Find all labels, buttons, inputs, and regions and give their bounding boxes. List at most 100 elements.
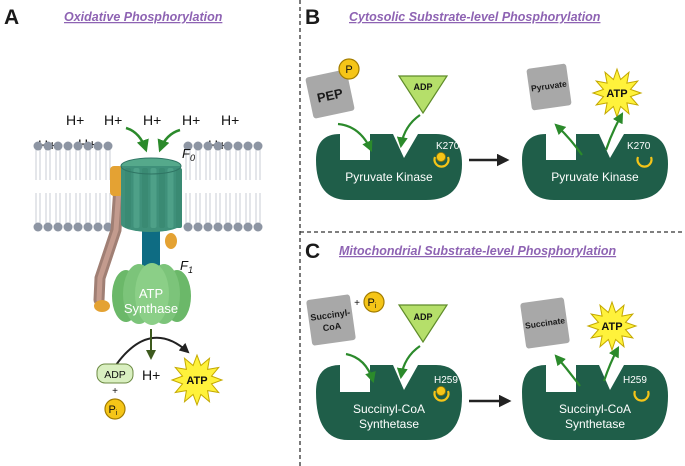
phosphate-molecule xyxy=(104,398,126,420)
panel-a-letter: A xyxy=(4,6,19,29)
fo-ring xyxy=(120,157,182,232)
lipid-tail xyxy=(75,193,81,223)
lipid-head xyxy=(203,141,213,151)
product-arrow xyxy=(554,354,581,387)
panel-a-title: Oxidative Phosphorylation xyxy=(64,10,223,24)
panel-c-title: Mitochondrial Substrate-level Phosphoryl… xyxy=(339,244,616,258)
pyruvate-product xyxy=(526,63,572,111)
pi-label: Pi xyxy=(109,404,118,417)
lipid-head xyxy=(53,222,63,232)
lipid-tail xyxy=(95,193,101,223)
lipid-head xyxy=(93,141,103,151)
lipid-head xyxy=(213,222,223,232)
lipid-tail xyxy=(45,193,51,223)
lipid-head xyxy=(43,141,53,151)
panel-c: C Mitochondrial Substrate-level Phosphor… xyxy=(305,240,668,440)
lipid-head xyxy=(223,222,233,232)
fo-subunit xyxy=(150,168,157,228)
enzyme-label: Synthetase xyxy=(565,417,625,431)
lipid-head xyxy=(193,222,203,232)
phosphate-molecule xyxy=(338,58,360,80)
atp-synthase-label: Synthase xyxy=(124,301,178,316)
residue-label: H259 xyxy=(434,375,458,386)
fo-subunit xyxy=(133,168,140,228)
lipid-head xyxy=(43,222,53,232)
f0-label: F0 xyxy=(182,146,195,163)
lipid-head xyxy=(203,222,213,232)
lipid-head xyxy=(213,141,223,151)
central-stalk xyxy=(142,225,160,271)
product-arrow xyxy=(602,346,620,382)
atp-synthase-label: ATP xyxy=(139,286,163,301)
enzyme-label: Pyruvate Kinase xyxy=(551,170,639,184)
succinate-product xyxy=(520,297,570,349)
phosphate-molecule xyxy=(436,386,446,396)
lipid-tail xyxy=(95,150,101,180)
adp-label: ADP xyxy=(413,312,432,322)
lipid-tail xyxy=(85,193,91,223)
lipid-head xyxy=(33,222,43,232)
panel-b-title: Cytosolic Substrate-level Phosphorylatio… xyxy=(349,10,601,24)
f1-label: F1 xyxy=(180,258,193,275)
stator-subunit xyxy=(94,300,110,312)
adp-molecule xyxy=(96,363,134,384)
enzyme-label: Pyruvate Kinase xyxy=(345,170,433,184)
plus-sign: + xyxy=(112,386,118,397)
lipid-tail xyxy=(245,193,251,223)
enzyme-label: Succinyl-CoA xyxy=(559,402,631,416)
lipid-head xyxy=(83,141,93,151)
h-plus-label: H+ xyxy=(104,112,122,128)
lipid-head xyxy=(253,222,263,232)
lipid-head xyxy=(183,141,193,151)
substrate-arrow xyxy=(345,352,376,384)
pyruvate-kinase-enzyme xyxy=(316,134,462,200)
lipid-tail xyxy=(205,150,211,180)
residue-label: H259 xyxy=(623,375,647,386)
residue-label: K270 xyxy=(627,141,651,152)
lipid-tail xyxy=(35,193,41,223)
phosphate-molecule xyxy=(363,291,385,313)
panel-c-letter: C xyxy=(305,240,320,263)
adp-molecule xyxy=(397,75,449,115)
lipid-bilayer xyxy=(33,141,263,232)
panel-b: B Cytosolic Substrate-level Phosphorylat… xyxy=(305,6,668,200)
pi-label: Pi xyxy=(368,297,377,310)
lipid-head xyxy=(73,141,83,151)
product-arrow xyxy=(604,112,624,151)
lipid-tail xyxy=(225,193,231,223)
panel-b-letter: B xyxy=(305,6,320,29)
lipid-head xyxy=(103,141,113,151)
atp-label: ATP xyxy=(606,88,627,100)
lipid-tail xyxy=(105,193,111,223)
h-plus-out-label: H+ xyxy=(142,367,160,383)
product-arrow xyxy=(554,123,583,156)
lipid-tail xyxy=(75,150,81,180)
lipid-head xyxy=(73,222,83,232)
fo-subunit xyxy=(167,168,174,228)
lipid-tail xyxy=(65,150,71,180)
lipid-tail xyxy=(205,193,211,223)
adp-label: ADP xyxy=(413,82,432,92)
lipid-tail xyxy=(195,150,201,180)
plus-sign: + xyxy=(354,298,360,309)
lipid-tail xyxy=(235,150,241,180)
h-plus-label: H+ xyxy=(221,112,239,128)
stator-arm xyxy=(96,169,123,303)
lipid-tail xyxy=(245,150,251,180)
lipid-tail xyxy=(185,150,191,180)
succinyl-coa-substrate xyxy=(306,294,356,346)
pep-label: PEP xyxy=(316,85,345,105)
succinyl-coa-label: CoA xyxy=(322,321,342,334)
lipid-tail xyxy=(195,193,201,223)
f1-head xyxy=(112,263,191,325)
atp-burst xyxy=(170,353,224,407)
atp-label: ATP xyxy=(186,375,207,387)
atp-label: ATP xyxy=(601,321,622,333)
lipid-head xyxy=(193,141,203,151)
h-plus-label: H+ xyxy=(66,112,84,128)
residue-label: K270 xyxy=(436,141,460,152)
lipid-head xyxy=(183,222,193,232)
lipid-tail xyxy=(35,150,41,180)
lipid-head xyxy=(233,222,243,232)
